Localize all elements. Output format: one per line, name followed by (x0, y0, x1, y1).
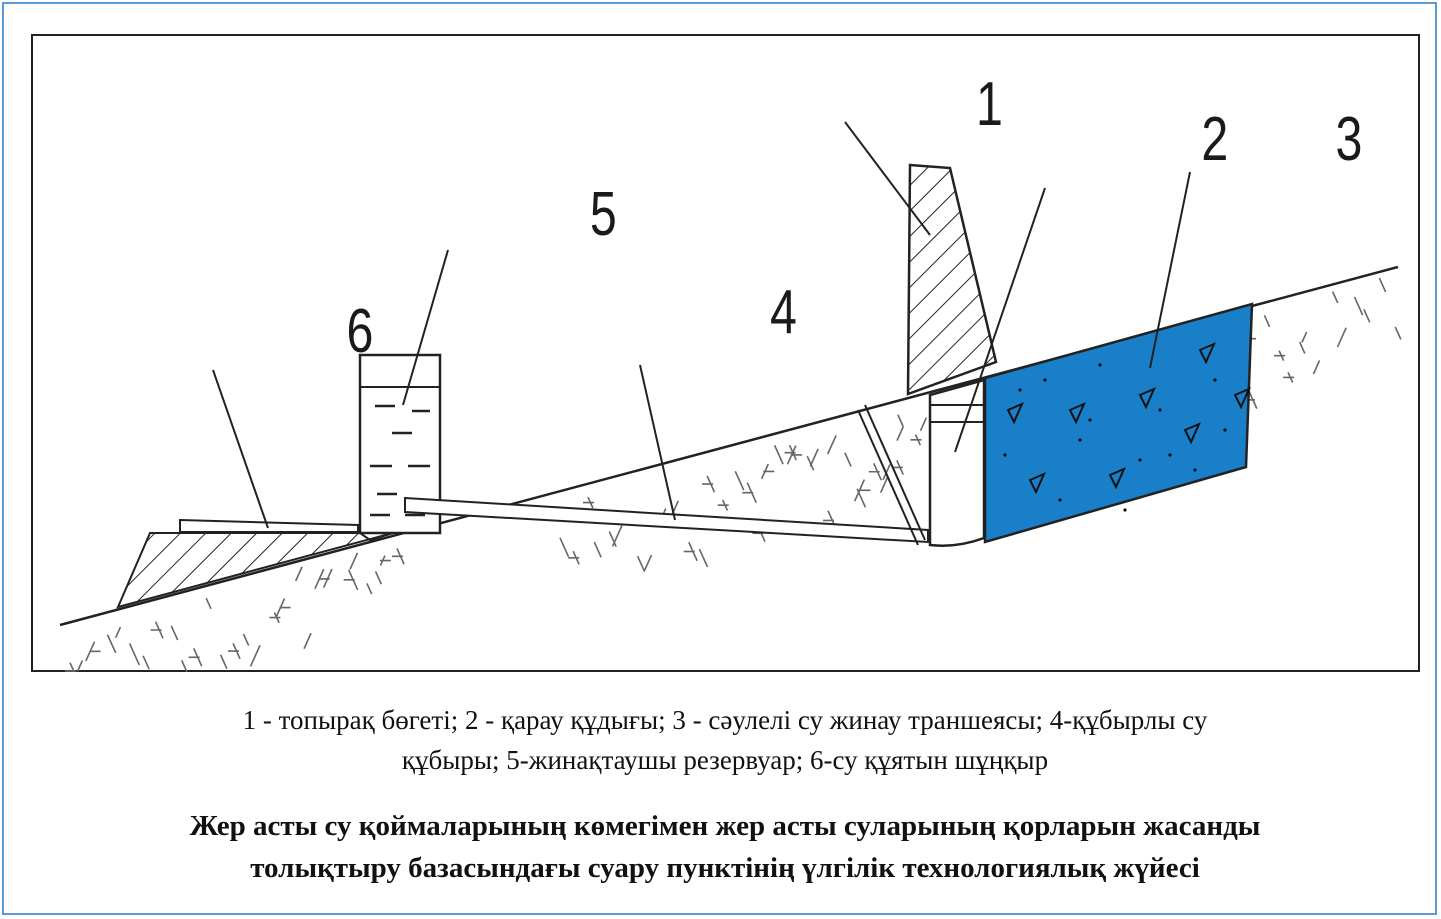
soil-mark (366, 583, 373, 595)
aggregate-triangle (1068, 402, 1086, 425)
soil-mark (180, 660, 190, 672)
soil-mark (826, 435, 837, 455)
aggregate-dot (1043, 378, 1047, 382)
aggregate-dot (1078, 438, 1082, 442)
soil-mark (919, 417, 928, 431)
leader-lines (212, 121, 1191, 529)
soil-mark (219, 654, 228, 670)
soil-mark (643, 554, 653, 572)
soil-mark (303, 632, 312, 649)
collection-trench (983, 302, 1254, 544)
soil-mark (844, 452, 852, 467)
soil-mark (806, 455, 815, 471)
aggregate-triangle (1183, 422, 1201, 445)
dam-brace (864, 404, 926, 541)
soil-mark (170, 625, 179, 641)
spillway-slab (179, 518, 359, 533)
soil-mark (559, 537, 570, 558)
soil-mark (593, 541, 602, 558)
aggregate-triangle (1138, 387, 1156, 410)
aggregate-dot (1193, 468, 1197, 472)
label-2: 2 (1201, 104, 1228, 173)
soil-mark (76, 660, 84, 672)
soil-mark (636, 555, 646, 572)
figure-caption: Жер асты су қоймаларының көмегімен жер а… (110, 805, 1340, 889)
aggregate-triangle (1198, 342, 1216, 365)
soil-mark (896, 426, 905, 441)
soil-mark (114, 626, 122, 639)
inspection-well (928, 378, 986, 547)
label-3: 3 (1336, 104, 1363, 173)
aggregate-triangle (1233, 387, 1251, 410)
soil-mark (1263, 314, 1271, 328)
soil-mark (1331, 291, 1339, 304)
aggregate-dot (1088, 418, 1092, 422)
soil-mark (1301, 331, 1308, 343)
aggregate-dot (1003, 453, 1007, 457)
soil-mark (322, 568, 333, 588)
label-5: 5 (590, 179, 617, 248)
soil-mark (142, 655, 150, 670)
legend: 1 - топырақ бөгеті; 2 - қарау құдығы; 3 … (130, 700, 1320, 780)
label-1: 1 (976, 69, 1003, 138)
caption-line-1: Жер асты су қоймаларының көмегімен жер а… (189, 810, 1261, 842)
soil-mark (1394, 326, 1402, 340)
soil-mark (1298, 341, 1306, 354)
legend-line-2: құбыры; 5-жинақтаушы резервуар; 6-су құя… (401, 745, 1049, 775)
pipe (404, 496, 929, 544)
soil-mark (349, 552, 359, 570)
label-4: 4 (770, 277, 797, 346)
soil-mark (294, 566, 303, 582)
soil-mark (1336, 327, 1347, 348)
aggregate-dot (1058, 498, 1062, 502)
soil-mark (128, 643, 140, 666)
soil-mark (734, 470, 745, 491)
aggregate-triangle (1006, 402, 1024, 425)
caption-line-2: толықтыру базасындағы суару пунктінің үл… (250, 852, 1200, 884)
soil-mark (608, 531, 617, 547)
soil-mark (1363, 308, 1371, 323)
collecting-reservoir (358, 353, 442, 535)
aggregate-dot (1138, 458, 1142, 462)
soil-mark (249, 644, 261, 667)
soil-mark (773, 444, 784, 465)
soil-mark (698, 548, 709, 568)
soil-mark (897, 414, 904, 427)
aggregate-dot (1213, 378, 1217, 382)
aggregate-triangle (1028, 472, 1046, 495)
earth-dam (906, 163, 998, 396)
dam-brace-2 (857, 409, 919, 546)
soil-mark (611, 525, 623, 547)
soil-mark (374, 571, 383, 585)
soil-mark (1353, 296, 1364, 316)
soil-mark (1312, 360, 1321, 375)
aggregate-dot (1098, 363, 1102, 367)
aggregate-dot (1123, 508, 1127, 512)
aggregate-dot (1158, 408, 1162, 412)
legend-line-1: 1 - топырақ бөгеті; 2 - қарау құдығы; 3 … (242, 705, 1208, 735)
trench-aggregate (1003, 342, 1251, 512)
aggregate-dot (1223, 428, 1227, 432)
aggregate-triangle (1108, 467, 1126, 490)
soil-mark (1378, 277, 1387, 293)
label-6: 6 (346, 296, 373, 365)
soil-mark (205, 597, 212, 610)
soil-mark (106, 634, 117, 654)
soil-mark (242, 633, 250, 646)
soil-mark (809, 448, 819, 467)
aggregate-dot (1168, 453, 1172, 457)
spillway-pit (116, 530, 401, 609)
soil-mark (879, 476, 889, 493)
aggregate-dot (1018, 388, 1022, 392)
